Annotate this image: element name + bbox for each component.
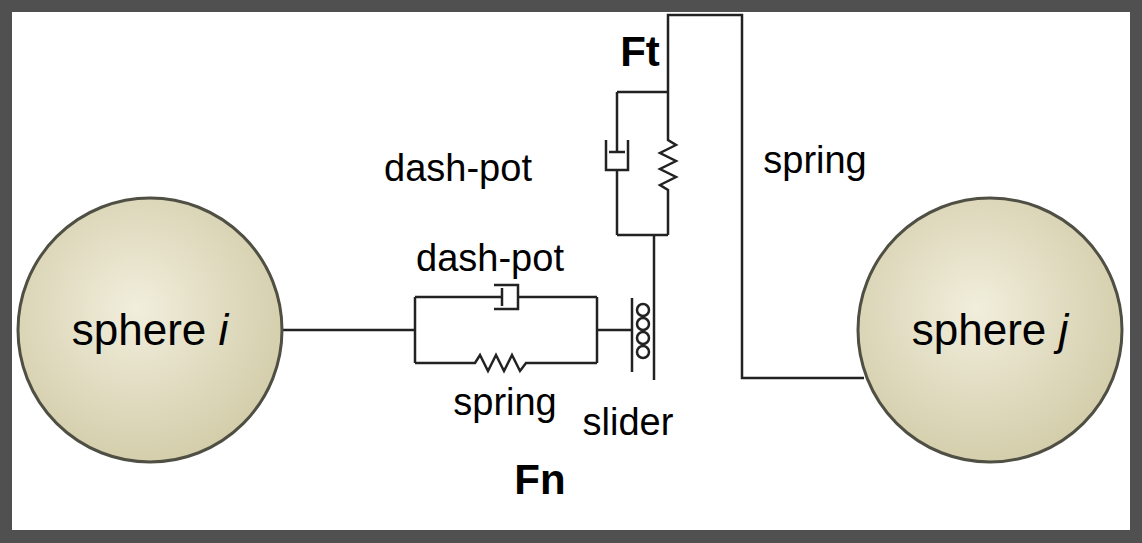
slider-rail <box>653 235 656 380</box>
force-label: Fn <box>511 459 568 501</box>
dashpot-cylinder <box>494 285 518 309</box>
slider-roller <box>637 346 649 358</box>
component-label: dash-pot <box>413 239 567 277</box>
wire <box>617 234 668 237</box>
spring-symbol <box>415 355 597 371</box>
sphere-circle <box>18 198 282 462</box>
slider-roller <box>637 304 649 316</box>
sphere-node: sphere j <box>856 196 1124 464</box>
dashpot-cylinder <box>606 140 628 170</box>
component-label: spring <box>760 141 870 179</box>
slider-roller <box>637 332 649 344</box>
component-label: dash-pot <box>381 149 535 187</box>
dashpot-piston <box>609 151 625 154</box>
dashpot-piston <box>501 288 504 306</box>
sphere-circle <box>858 198 1122 462</box>
sphere-label: sphere j <box>912 306 1069 354</box>
wire <box>518 296 597 299</box>
wire <box>616 92 619 152</box>
component-label: slider <box>580 403 677 441</box>
slider-rail <box>631 298 634 372</box>
wire <box>616 170 619 235</box>
wire <box>283 329 415 332</box>
force-label: Ft <box>617 31 663 73</box>
component-label: spring <box>450 383 560 421</box>
sphere-node: sphere i <box>16 196 284 464</box>
wire <box>415 296 502 299</box>
wire <box>617 91 668 94</box>
spring-symbol <box>660 92 676 235</box>
wire <box>668 15 864 378</box>
wire <box>414 297 417 363</box>
slider-roller <box>637 318 649 330</box>
wire <box>597 329 632 332</box>
sphere-label: sphere i <box>72 306 229 354</box>
